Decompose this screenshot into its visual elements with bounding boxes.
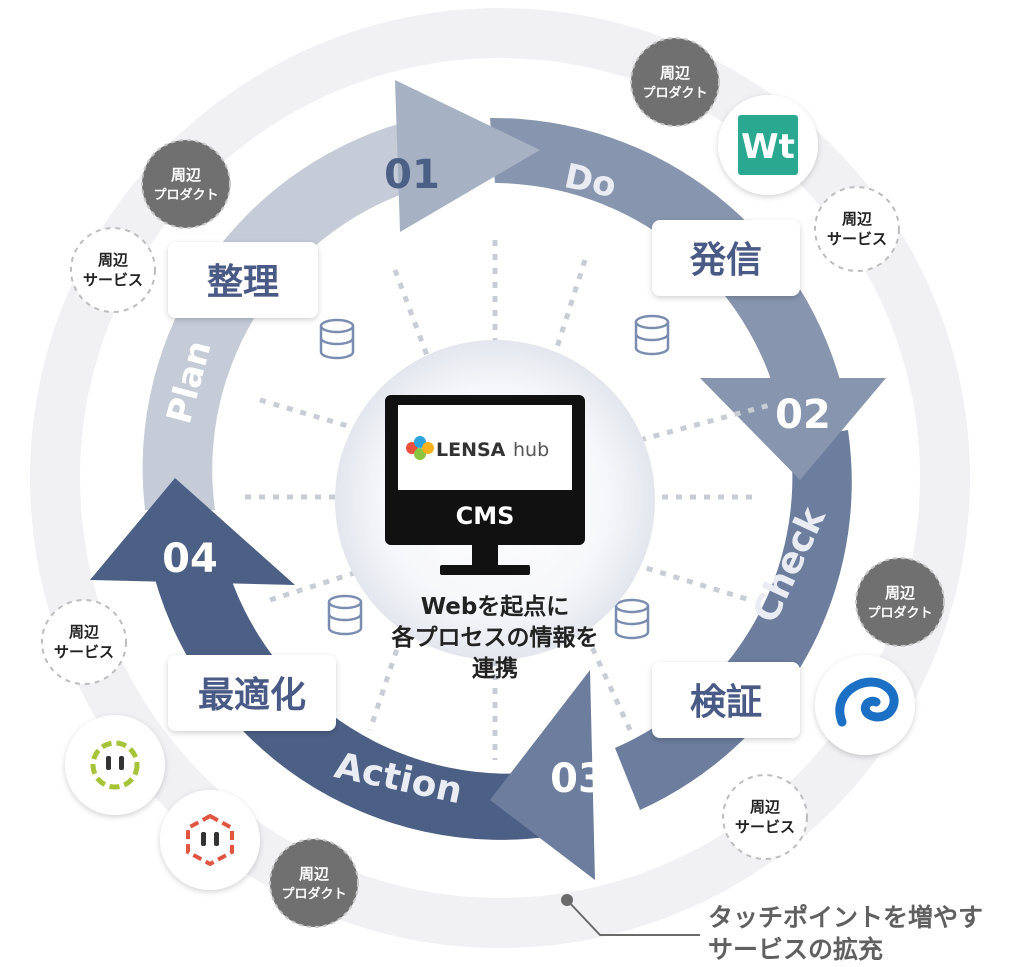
wt-logo-text: Wt xyxy=(741,127,795,167)
svg-text:周辺: 周辺 xyxy=(171,166,202,184)
step-label-2: 検証 xyxy=(690,682,762,723)
center-caption-line1: Webを起点に xyxy=(421,594,570,620)
svg-text:周辺: 周辺 xyxy=(885,584,916,602)
svg-text:プロダクト: プロダクト xyxy=(281,886,346,902)
brand-logo-bold: LENSA xyxy=(436,439,506,461)
svg-text:周辺: 周辺 xyxy=(750,798,781,816)
robot-face-green-logo xyxy=(65,715,165,815)
svg-text:サービス: サービス xyxy=(54,643,114,661)
center-caption-line2: 各プロセスの情報を xyxy=(391,624,599,651)
step-number-03: 03 xyxy=(550,756,606,802)
footnote-line1: タッチポイントを増やす xyxy=(708,903,983,932)
product-badge: 周辺 プロダクト xyxy=(269,838,359,928)
service-badge: 周辺 サービス xyxy=(41,599,127,685)
robot-face-red-icon xyxy=(186,813,234,867)
wt-logo xyxy=(718,95,818,195)
svg-text:プロダクト: プロダクト xyxy=(642,85,707,101)
product-badge: 周辺 プロダクト xyxy=(141,139,231,229)
svg-text:周辺: 周辺 xyxy=(69,623,100,641)
center-caption-line3: 連携 xyxy=(472,655,518,682)
arc-plan xyxy=(142,118,430,510)
robot-face-red-logo xyxy=(160,790,260,890)
svg-text:周辺: 周辺 xyxy=(299,865,330,883)
svg-text:プロダクト: プロダクト xyxy=(867,605,932,621)
step-label-box-2 xyxy=(652,662,800,738)
service-badge: 周辺 サービス xyxy=(722,774,808,860)
footnote-callout xyxy=(561,894,700,936)
robot-face-green-icon xyxy=(90,740,140,790)
footnote-line2: サービスの拡充 xyxy=(708,935,883,964)
svg-text:サービス: サービス xyxy=(827,230,887,248)
swirl-logo-mark xyxy=(835,677,899,727)
database-icon xyxy=(634,314,670,356)
database-icon xyxy=(319,318,355,360)
svg-text:周辺: 周辺 xyxy=(98,251,129,269)
step-label-1: 発信 xyxy=(690,240,762,281)
svg-text:周辺: 周辺 xyxy=(842,210,873,228)
step-number-01: 01 xyxy=(384,152,440,198)
step-label-3: 最適化 xyxy=(198,675,306,716)
brand-logo-light: hub xyxy=(513,439,549,461)
svg-text:サービス: サービス xyxy=(735,818,795,836)
database-icon xyxy=(327,594,363,636)
product-badge: 周辺 プロダクト xyxy=(855,557,945,647)
step-label-box-1 xyxy=(652,220,800,296)
service-badge: 周辺 サービス xyxy=(70,227,156,313)
arrowhead-03 xyxy=(490,670,595,880)
svg-text:サービス: サービス xyxy=(83,271,143,289)
arrowhead-01 xyxy=(395,80,540,232)
step-label-4: 整理 xyxy=(207,262,279,303)
step-number-04: 04 xyxy=(162,536,218,582)
arrowhead-02 xyxy=(700,378,886,480)
step-number-02: 02 xyxy=(775,392,831,438)
svg-text:プロダクト: プロダクト xyxy=(153,187,218,203)
lensa-logo-mark xyxy=(406,436,434,460)
service-badge: 周辺 サービス xyxy=(814,186,900,272)
arc-action xyxy=(150,560,560,840)
arrowhead-04 xyxy=(90,478,295,585)
monitor-icon: LENSA hub CMS xyxy=(385,395,585,575)
arc-do xyxy=(490,117,845,411)
cms-label: CMS xyxy=(456,502,515,530)
step-label-box-3 xyxy=(168,655,336,731)
svg-text:周辺: 周辺 xyxy=(660,64,691,82)
step-label-box-4 xyxy=(168,242,318,318)
database-icon xyxy=(614,598,650,640)
product-badge: 周辺 プロダクト xyxy=(630,37,720,127)
